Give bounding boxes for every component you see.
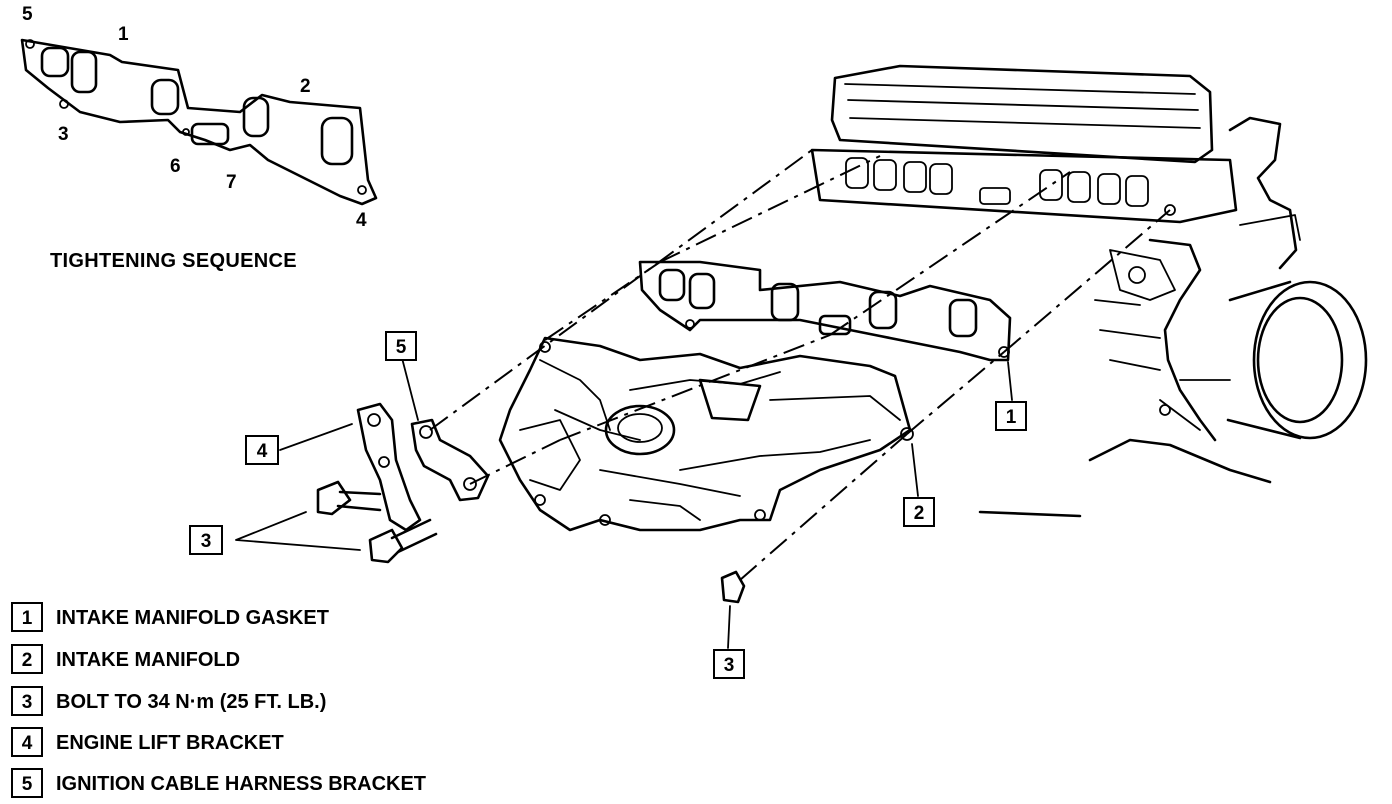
ignition-cable-harness-bracket: [410, 418, 490, 502]
callout-label: 1: [1006, 407, 1017, 428]
legend-text: INTAKE MANIFOLD GASKET: [56, 607, 329, 629]
callout-1: 1: [995, 401, 1027, 431]
callout-label: 2: [914, 503, 925, 524]
sequence-number: 2: [300, 76, 311, 97]
intake-manifold: [498, 336, 914, 532]
callout-5: 5: [385, 331, 417, 361]
bolt: [720, 570, 746, 604]
legend-text: INTAKE MANIFOLD: [56, 649, 240, 671]
legend-text: ENGINE LIFT BRACKET: [56, 732, 284, 754]
bolt: [316, 480, 382, 516]
callout-label: 3: [724, 655, 735, 676]
legend-item: 2 INTAKE MANIFOLD: [11, 644, 240, 674]
callout-4: 4: [245, 435, 279, 465]
legend-number: 5: [22, 774, 33, 795]
legend-item: 3 BOLT TO 34 N·m (25 FT. LB.): [11, 686, 326, 716]
engine-lift-bracket: [356, 402, 422, 532]
sequence-title: TIGHTENING SEQUENCE: [50, 250, 297, 272]
legend-item: 5 IGNITION CABLE HARNESS BRACKET: [11, 768, 426, 798]
sequence-number: 1: [118, 24, 129, 45]
intake-manifold-gasket: [638, 260, 1012, 362]
sequence-number: 6: [170, 156, 181, 177]
sequence-number: 3: [58, 124, 69, 145]
callout-label: 4: [257, 441, 268, 462]
legend-number: 1: [22, 608, 33, 629]
legend-text: IGNITION CABLE HARNESS BRACKET: [56, 773, 426, 795]
legend: 1 INTAKE MANIFOLD GASKET 2 INTAKE MANIFO…: [11, 602, 426, 798]
callout-label: 3: [201, 531, 212, 552]
legend-item: 4 ENGINE LIFT BRACKET: [11, 727, 284, 757]
callout-leaders: [235, 357, 1013, 649]
assembly-guide-lines: [429, 149, 1171, 581]
bolt: [368, 518, 438, 564]
sequence-number: 5: [22, 4, 33, 25]
sequence-number: 7: [226, 172, 237, 193]
legend-item: 1 INTAKE MANIFOLD GASKET: [11, 602, 329, 632]
callout-3: 3: [713, 649, 745, 679]
legend-number: 3: [22, 692, 33, 713]
sequence-number: 4: [356, 210, 367, 231]
legend-number: 4: [22, 733, 33, 754]
legend-number: 2: [22, 650, 33, 671]
callout-label: 5: [396, 337, 407, 358]
engine-block: [810, 64, 1368, 518]
callout-3: 3: [189, 525, 223, 555]
tightening-sequence-gasket: [20, 38, 378, 206]
legend-text: BOLT TO 34 N·m (25 FT. LB.): [56, 691, 326, 713]
callout-2: 2: [903, 497, 935, 527]
